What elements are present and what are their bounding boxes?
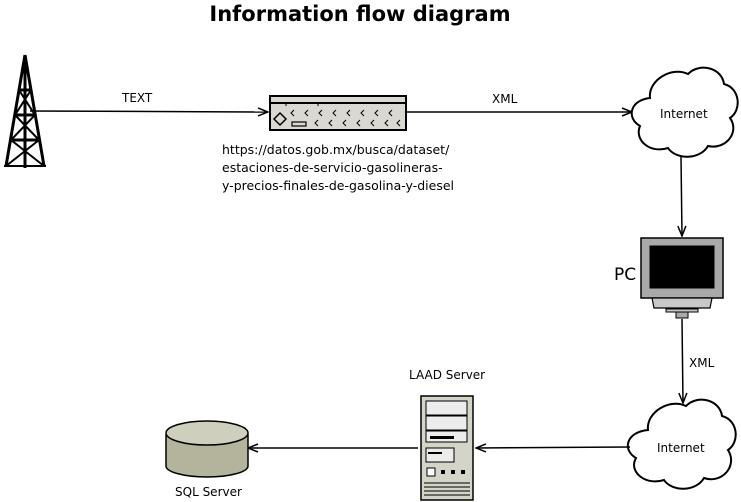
data-source-device-icon (269, 95, 407, 131)
diagram-title: Information flow diagram (209, 2, 511, 26)
edge-label-text: TEXT (122, 91, 153, 105)
sql-server-label: SQL Server (175, 485, 242, 499)
edge-internet-to-pc (681, 156, 682, 236)
source-url-line-3: y-precios-finales-de-gasolina-y-diesel (222, 178, 455, 193)
source-url-line-1: https://datos.gob.mx/busca/dataset/ (222, 142, 450, 157)
source-url-line-2: estaciones-de-servicio-gasolineras- (222, 160, 443, 175)
internet-top-label: Internet (660, 107, 708, 121)
edge-label-xml-top: XML (492, 92, 518, 106)
source-url: https://datos.gob.mx/busca/dataset/ esta… (222, 141, 454, 195)
edge-internet-to-laad-server (476, 447, 631, 448)
database-cylinder-icon (165, 420, 249, 478)
internet-cloud-top-icon (630, 66, 739, 158)
edge-tower-to-source (29, 111, 268, 112)
edge-pc-to-internet (682, 318, 683, 403)
internet-cloud-bottom-icon (626, 398, 737, 490)
internet-bottom-label: Internet (657, 441, 705, 455)
laad-server-label: LAAD Server (409, 368, 486, 382)
edge-label-xml-pc: XML (689, 356, 715, 370)
pc-monitor-icon (640, 237, 724, 319)
laad-server-icon (420, 395, 474, 501)
pc-label: PC (614, 265, 637, 285)
